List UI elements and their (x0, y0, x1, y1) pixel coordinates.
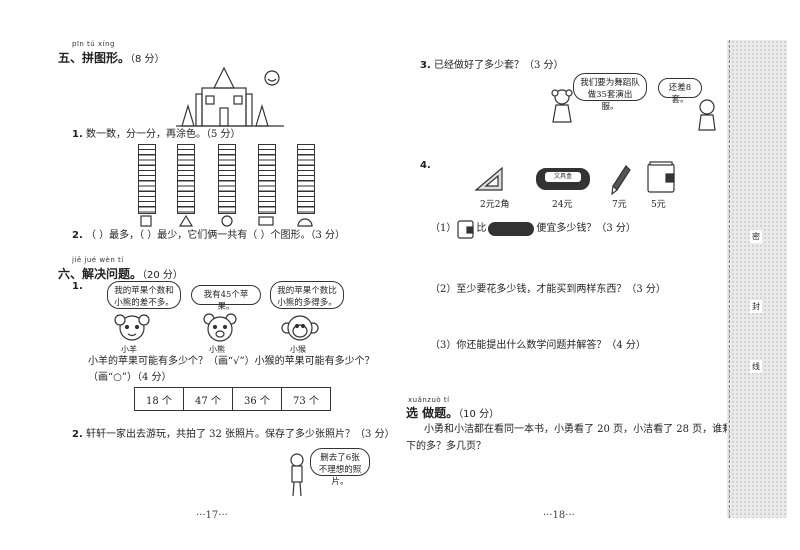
shape-legend (140, 214, 313, 227)
sheep-label: 小羊 (121, 345, 137, 354)
sub3-text: （3）你还能提出什么数学问题并解答？ (430, 340, 607, 351)
monkey-label: 小猴 (290, 345, 306, 354)
q1-line: 1. 数一数，分一分，再涂色。（5 分） (72, 128, 241, 142)
sub1-text: 便宜多少钱？ (536, 223, 597, 234)
p4-number: 4. (420, 160, 431, 171)
q2-score: （3 分） (310, 230, 346, 241)
p4-sub1: （1） 比 便宜多少钱？（3 分） (430, 219, 636, 239)
binding-cut-line (729, 40, 730, 518)
binding-label-1: 密 (750, 230, 762, 243)
q2-line: 2. （ ）最多，（ ）最少，它们俩一共有（ ）个图形。（3 分） (72, 229, 382, 243)
p3-line: 3. 已经做好了多少套？（3 分） (420, 59, 564, 73)
pencil-case-item: 文具盒 (536, 168, 590, 190)
extra-score: （10 分） (458, 409, 500, 420)
shape-bar-circle (218, 144, 236, 214)
p2-score: （3 分） (355, 429, 395, 440)
sec5-title: 五、拼图形。（8 分） (58, 49, 165, 66)
binding-strip (727, 40, 787, 518)
sub1-number: （1） (430, 223, 457, 234)
sec5-pinyin: pīn tú xíng (72, 40, 115, 48)
sec5-score: （8 分） (130, 54, 165, 65)
sec5-heading: 五、拼图形。 (58, 51, 131, 65)
sub3-score: （4 分） (606, 340, 646, 351)
p1-question-line2: （画“○”）（4 分） (88, 371, 172, 385)
p3-score: （3 分） (523, 60, 564, 71)
boy-speech-bubble: 删去了6张不理想的照片。 (310, 448, 370, 487)
monkey-speech-bubble: 我的苹果个数比小熊的多得多。 (270, 281, 344, 309)
price-pencil-case: 24元 (552, 200, 573, 210)
price-wallet: 5元 (651, 200, 666, 210)
right-page-number-value: 18 (552, 510, 566, 521)
q2-text: （ ）最多，（ ）最少，它们俩一共有（ ）个图形。 (85, 230, 311, 241)
castle-illustration (176, 66, 284, 127)
boy-icon (290, 453, 304, 497)
p2-line: 2. 轩轩一家出去游玩，共拍了 32 张照片。保存了多少张照片？（3 分） (72, 428, 395, 442)
left-page-number-value: 17 (205, 510, 219, 521)
set-square-icon (474, 166, 503, 191)
kid-speech-bubble: 还差8套。 (658, 78, 702, 105)
binding-label-2: 封 (750, 300, 762, 313)
bear-label: 小熊 (209, 345, 225, 354)
sec6-heading: 六、解决问题。 (58, 267, 143, 281)
shape-bar-rectangle (258, 144, 276, 214)
monkey-icon (281, 315, 319, 341)
p4-sub2: （2）至少要花多少钱，才能买到两样东西？（3 分） (430, 283, 666, 297)
sec6-score: （20 分） (142, 270, 183, 281)
left-page-number: ···17··· (196, 510, 228, 521)
right-page-number: ···18··· (543, 510, 575, 521)
wallet-small-icon (457, 220, 474, 239)
shape-bar-triangle (177, 144, 195, 214)
p1-question-mark: （画“○”） (88, 372, 137, 383)
pencil-case-small-icon (488, 222, 535, 236)
price-set-square: 2元2角 (480, 200, 510, 210)
girl-speech-bubble: 我们要为舞蹈队做35套演出服。 (573, 73, 647, 112)
sub2-score: （3 分） (626, 284, 666, 295)
p1-number: 1. (72, 281, 83, 292)
p2-text: 轩轩一家出去游玩，共拍了 32 张照片。保存了多少张照片？ (85, 429, 356, 440)
p2-number: 2. (72, 429, 83, 440)
option-cell[interactable]: 18 个 (134, 387, 184, 411)
wallet-icon (647, 161, 675, 193)
option-cell[interactable]: 73 个 (281, 387, 331, 411)
sub1-compare: 比 (476, 223, 487, 234)
pen-icon (611, 165, 631, 196)
p3-text: 已经做好了多少套？ (433, 60, 524, 71)
sheep-icon (114, 314, 150, 341)
q1-text: 数一数，分一分，再涂色。 (85, 129, 206, 140)
sub2-text: （2）至少要花多少钱，才能买到两样东西？ (430, 284, 627, 295)
apple-options-table: 18 个 47 个 36 个 73 个 (134, 387, 331, 411)
kid-icon (698, 99, 716, 131)
q2-number: 2. (72, 230, 83, 241)
price-pen: 7元 (612, 200, 627, 210)
shape-bar-square (138, 144, 156, 214)
q1-number: 1. (72, 129, 83, 140)
binding-label-3: 线 (750, 360, 762, 373)
extra-text-line1: 小勇和小洁都在看同一本书，小勇看了 20 页，小洁看了 28 页，谁剩 (424, 424, 733, 435)
extra-pinyin: xuǎnzuò tí (408, 396, 450, 404)
shape-bar-semicircle (297, 144, 315, 214)
extra-heading: 选 做题。 (406, 406, 459, 420)
sheep-speech-bubble: 我的苹果个数和小熊的差不多。 (107, 281, 181, 309)
sec6-title: 六、解决问题。（20 分） (58, 265, 183, 282)
bear-speech-bubble: 我有45个苹果。 (191, 285, 261, 312)
p1-question: 小羊的苹果可能有多少个？（画“√”）小猴的苹果可能有多少个？ (88, 356, 375, 367)
option-cell[interactable]: 36 个 (232, 387, 282, 411)
q1-score: （5 分） (205, 129, 241, 140)
extra-title: 选 做题。（10 分） (406, 404, 499, 421)
pencil-case-label: 文具盒 (545, 172, 581, 182)
p3-number: 3. (420, 60, 431, 71)
bear-icon (203, 313, 237, 342)
sec6-pinyin: jiě jué wèn tí (72, 256, 124, 264)
sub1-score: （3 分） (596, 223, 636, 234)
p4-sub3: （3）你还能提出什么数学问题并解答？（4 分） (430, 339, 646, 353)
extra-text-line2: 下的多？多几页？ (406, 441, 486, 452)
girl-icon (551, 89, 573, 123)
option-cell[interactable]: 47 个 (183, 387, 233, 411)
p1-score: （4 分） (136, 372, 172, 383)
